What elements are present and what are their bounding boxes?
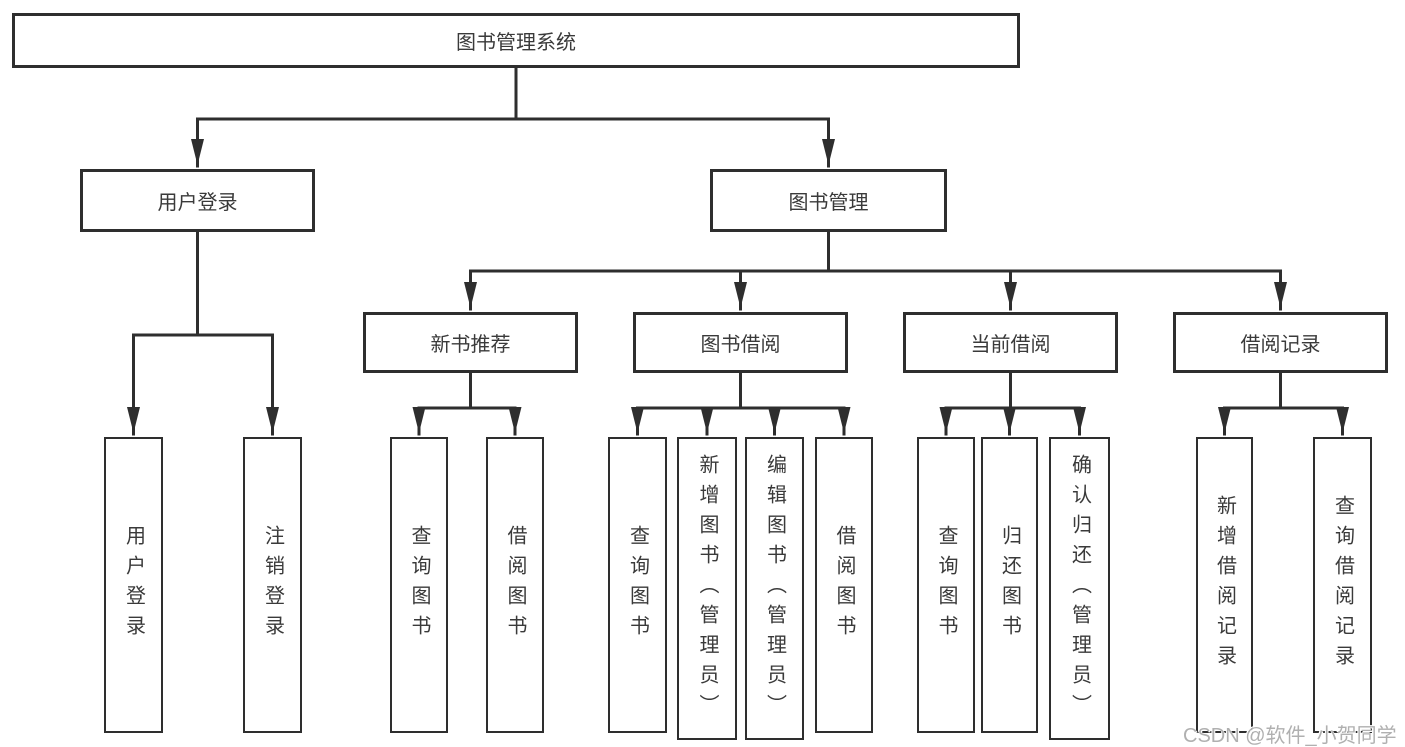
leaf-query-books-borrow-label: 查询图书	[626, 525, 649, 645]
connector-book-borrow-lines	[636, 371, 846, 436]
down-arrowhead	[700, 407, 714, 433]
down-arrowhead	[1004, 282, 1017, 308]
down-arrowhead	[1336, 407, 1349, 433]
csdn-watermark: CSDN @软件_小贺同学	[1183, 725, 1397, 747]
leaf-query-books-current-label: 查询图书	[935, 525, 957, 645]
leaf-query-borrow-record: 查询借阅记录	[1313, 437, 1372, 733]
leaf-confirm-return-admin-label: 确认归还（管理员）	[1068, 453, 1091, 724]
connector-borrow-records-lines	[1223, 371, 1344, 436]
connector-current-borrow-lines	[944, 371, 1081, 436]
leaf-add-books-admin: 新增图书（管理员）	[677, 437, 737, 740]
connector-current-borrow	[939, 371, 1086, 436]
connector-new-book-recommend-lines	[417, 371, 517, 436]
node-new-book-recommend-label: 新书推荐	[430, 334, 511, 356]
down-arrowhead	[1274, 282, 1287, 308]
connector-root-lines	[196, 66, 830, 168]
leaf-query-books-borrow: 查询图书	[608, 437, 667, 733]
connector-book-borrow	[631, 371, 851, 436]
connector-borrow-records	[1218, 371, 1349, 436]
down-arrowhead	[1003, 407, 1016, 433]
down-arrowhead	[412, 407, 426, 433]
leaf-borrow-books: 借阅图书	[815, 437, 873, 733]
down-arrowhead	[631, 407, 644, 433]
down-arrowhead	[734, 282, 747, 308]
node-book-borrow-label: 图书借阅	[700, 334, 781, 356]
leaf-return-books-label: 归还图书	[998, 525, 1021, 645]
node-root-label: 图书管理系统	[456, 32, 576, 54]
node-borrow-records-label: 借阅记录	[1240, 334, 1321, 356]
down-arrowhead	[127, 407, 140, 433]
leaf-borrow-books-recommend: 借阅图书	[486, 437, 544, 733]
down-arrowhead	[464, 282, 477, 308]
leaf-logout: 注销登录	[243, 437, 302, 733]
leaf-query-books-recommend: 查询图书	[390, 437, 448, 733]
connector-book-management	[464, 230, 1287, 311]
node-borrow-records: 借阅记录	[1173, 312, 1388, 373]
down-arrowhead	[1073, 407, 1086, 433]
leaf-edit-books-admin: 编辑图书（管理员）	[745, 437, 804, 740]
down-arrowhead	[837, 407, 851, 433]
connector-new-book-recommend	[412, 371, 522, 436]
down-arrowhead	[191, 139, 204, 165]
connector-user-login	[127, 230, 279, 436]
connector-root	[191, 66, 835, 168]
leaf-edit-books-admin-label: 编辑图书（管理员）	[763, 453, 786, 724]
node-new-book-recommend: 新书推荐	[363, 312, 578, 373]
leaf-user-login: 用户登录	[104, 437, 163, 733]
down-arrowhead	[1218, 407, 1231, 433]
down-arrowhead	[266, 407, 279, 433]
leaf-query-books-current: 查询图书	[917, 437, 975, 733]
down-arrowhead	[768, 407, 781, 433]
leaf-add-borrow-record-label: 新增借阅记录	[1213, 495, 1236, 675]
node-book-borrow: 图书借阅	[633, 312, 848, 373]
down-arrowhead	[822, 139, 835, 165]
down-arrowhead	[508, 407, 522, 433]
leaf-user-login-label: 用户登录	[122, 525, 145, 645]
leaf-query-books-recommend-label: 查询图书	[408, 525, 430, 645]
leaf-logout-label: 注销登录	[261, 525, 284, 645]
node-book-management-label: 图书管理	[788, 192, 869, 214]
leaf-add-borrow-record: 新增借阅记录	[1196, 437, 1253, 733]
node-current-borrow: 当前借阅	[903, 312, 1118, 373]
leaf-return-books: 归还图书	[981, 437, 1038, 733]
node-root: 图书管理系统	[12, 13, 1020, 68]
leaf-borrow-books-label: 借阅图书	[833, 525, 855, 645]
node-current-borrow-label: 当前借阅	[970, 334, 1051, 356]
leaf-borrow-books-recommend-label: 借阅图书	[504, 525, 526, 645]
node-book-management: 图书管理	[710, 169, 947, 232]
connector-user-login-lines	[132, 230, 274, 436]
node-user-login: 用户登录	[80, 169, 315, 232]
leaf-confirm-return-admin: 确认归还（管理员）	[1049, 437, 1110, 740]
down-arrowhead	[939, 407, 953, 433]
leaf-query-borrow-record-label: 查询借阅记录	[1331, 495, 1354, 675]
node-user-login-label: 用户登录	[157, 192, 238, 214]
connector-book-management-lines	[469, 230, 1282, 311]
leaf-add-books-admin-label: 新增图书（管理员）	[696, 453, 718, 724]
